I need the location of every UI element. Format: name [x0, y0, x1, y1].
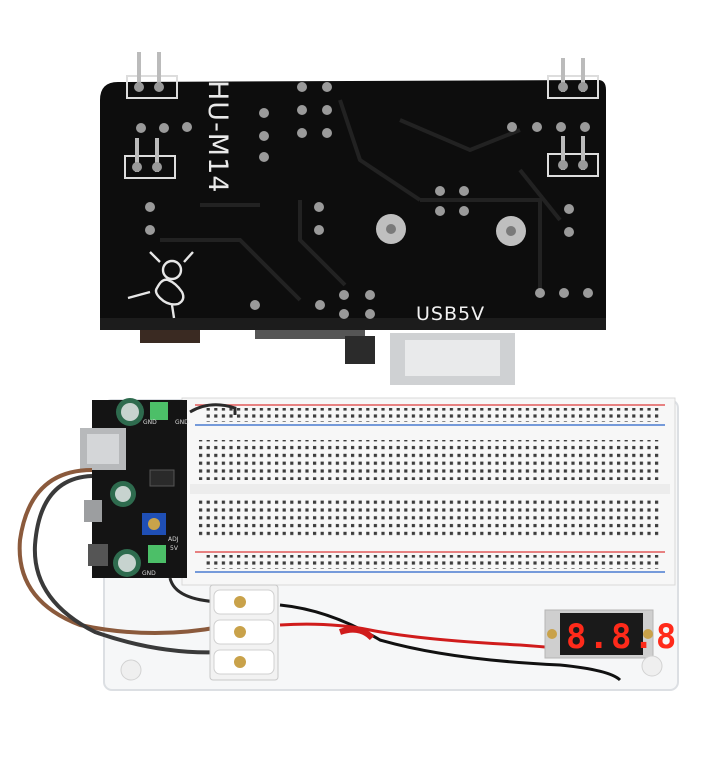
pcb-traces [160, 99, 562, 302]
pcb-model-label: HU-M14 [202, 80, 233, 194]
rail-holes-top [205, 408, 660, 422]
pcb-edge [100, 318, 606, 330]
usb-connector-face [405, 340, 500, 376]
jumper-green [150, 402, 168, 420]
jumper-green [148, 545, 166, 563]
pin-label: GND [175, 419, 189, 426]
mounting-pad-hole [506, 226, 516, 236]
dc-jack [88, 544, 108, 566]
micro-usb-port [84, 500, 102, 522]
pin-label: 5V [170, 545, 178, 552]
pcb-board [100, 80, 606, 330]
ic-chip [149, 469, 175, 487]
switch-body [345, 336, 375, 364]
potentiometer-knob [148, 518, 160, 530]
header-pins-right-top [547, 58, 599, 99]
breadboard-holes-lower [195, 498, 660, 538]
capacitor [113, 549, 141, 577]
wire-dark [32, 474, 223, 655]
header-pins-left-top [126, 52, 178, 99]
voltmeter [544, 609, 654, 659]
voltmeter-display: 8.8.8 [566, 617, 679, 657]
terminal-block [209, 584, 279, 681]
capacitor [110, 481, 136, 507]
solder-pads [136, 82, 593, 319]
breadboard-channel [190, 484, 670, 494]
rail-holes-bottom [205, 555, 660, 569]
breadboard-holes-upper [195, 440, 660, 480]
capacitor [116, 398, 144, 426]
rubber-foot [120, 659, 142, 681]
mounting-pad-hole [386, 224, 396, 234]
rubber-foot [641, 655, 663, 677]
header-pins-right-mid [547, 136, 599, 177]
wire-red-insulation [339, 626, 375, 641]
power-module-pcb-back [100, 52, 606, 385]
pin-label: GND [142, 570, 156, 577]
usb-b-port-face [87, 434, 119, 464]
pin-label: ADJ [168, 536, 179, 543]
wire-black [279, 603, 622, 682]
stick-figure-logo [127, 251, 194, 319]
breadboard-setup [17, 397, 679, 691]
header-pins-left-mid [124, 138, 176, 179]
wire-black [189, 403, 237, 415]
pcb-usb-label: USB5V [416, 303, 486, 325]
pin-label: GND [143, 419, 157, 426]
wire-brown [17, 468, 221, 635]
